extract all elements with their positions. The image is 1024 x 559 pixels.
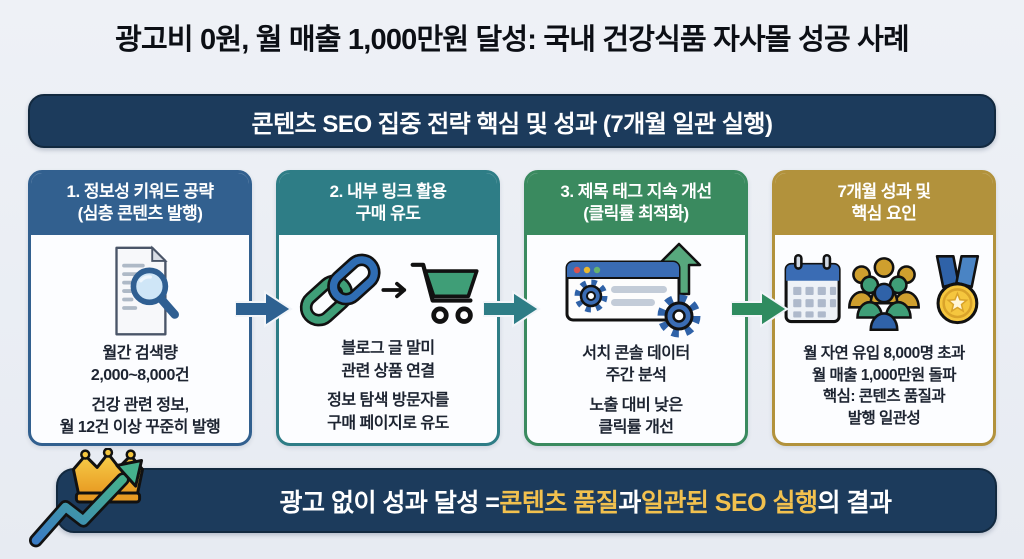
card-4-header-line1: 7개월 성과 및 (837, 182, 931, 201)
conclusion-highlight-content-quality: 콘텐츠 품질 (499, 488, 619, 517)
card-title-tag-optimization: 3. 제목 태그 지속 개선 (클릭률 최적화) (524, 170, 748, 446)
card-1-header: 1. 정보성 키워드 공략 (심층 콘텐츠 발행) (31, 173, 249, 235)
card-2-line: 블로그 글 말미 (341, 340, 435, 358)
card-3-line: 주간 분석 (605, 367, 667, 385)
card-3-header: 3. 제목 태그 지속 개선 (클릭률 최적화) (527, 173, 745, 235)
card-2-body: 블로그 글 말미 관련 상품 연결 정보 탐색 방문자를 구매 페이지로 유도 (279, 336, 497, 443)
card-4-header-line2: 핵심 요인 (851, 204, 917, 224)
conclusion-text-part: 과 (618, 488, 641, 517)
card-1-line: 건강 관련 정보, (91, 396, 189, 414)
card-2-line: 관련 상품 연결 (341, 362, 435, 380)
link-to-cart-icon (279, 235, 497, 337)
calendar-people-medal-icon (775, 235, 993, 341)
card-4-line: 발행 일관성 (847, 409, 921, 427)
flow-arrow-2-icon (483, 290, 541, 328)
browser-gears-growth-icon (527, 235, 745, 341)
document-search-icon (31, 235, 249, 341)
crown-growth-arrow-icon (28, 447, 186, 550)
card-3-line: 클릭률 개선 (598, 419, 674, 437)
card-3-body: 서치 콘솔 데이터 주간 분석 노출 대비 낮은 클릭률 개선 (527, 341, 745, 443)
card-2-line: 구매 페이지로 유도 (327, 414, 449, 432)
card-4-line: 월 매출 1,000만원 돌파 (811, 366, 957, 384)
flow-arrow-3-icon (731, 290, 789, 328)
card-4-line: 핵심: 콘텐츠 품질과 (822, 388, 946, 406)
conclusion-highlight-seo-execution: 일관된 SEO 실행 (640, 488, 818, 517)
strategy-banner: 콘텐츠 SEO 집중 전략 핵심 및 성과 (7개월 일관 실행) (28, 94, 996, 148)
card-1-header-line1: 1. 정보성 키워드 공략 (66, 182, 214, 201)
strategy-banner-text: 콘텐츠 SEO 집중 전략 핵심 및 성과 (7개월 일관 실행) (251, 110, 773, 138)
card-2-header: 2. 내부 링크 활용 구매 유도 (279, 173, 497, 235)
card-3-line: 노출 대비 낮은 (589, 396, 683, 414)
card-2-header-line1: 2. 내부 링크 활용 (329, 182, 447, 201)
card-1-line: 2,000~8,000건 (90, 367, 190, 385)
card-1-header-line2: (심층 콘텐츠 발행) (77, 204, 203, 224)
conclusion-text-part: 의 결과 (817, 488, 892, 517)
card-1-body: 월간 검색량 2,000~8,000건 건강 관련 정보, 월 12건 이상 꾸… (31, 341, 249, 443)
card-4-body: 월 자연 유입 8,000명 초과 월 매출 1,000만원 돌파 핵심: 콘텐… (775, 341, 993, 443)
card-3-line: 서치 콘솔 데이터 (582, 344, 690, 362)
card-3-header-line2: (클릭률 최적화) (583, 204, 689, 224)
strategy-cards-row: 1. 정보성 키워드 공략 (심층 콘텐츠 발행) (28, 170, 996, 446)
card-1-line: 월간 검색량 (102, 344, 178, 362)
card-1-line: 월 12건 이상 꾸준히 발행 (59, 419, 221, 437)
card-3-header-line1: 3. 제목 태그 지속 개선 (560, 182, 712, 201)
page-title: 광고비 0원, 월 매출 1,000만원 달성: 국내 건강식품 자사몰 성공 … (115, 24, 910, 56)
card-results: 7개월 성과 및 핵심 요인 (772, 170, 996, 446)
flow-arrow-1-icon (235, 290, 293, 328)
card-2-line: 정보 탐색 방문자를 (327, 392, 449, 410)
card-2-header-line2: 구매 유도 (355, 204, 421, 224)
conclusion-text-part: 광고 없이 성과 달성 = (279, 488, 500, 517)
card-keyword-strategy: 1. 정보성 키워드 공략 (심층 콘텐츠 발행) (28, 170, 252, 446)
card-4-line: 월 자연 유입 8,000명 초과 (803, 344, 965, 362)
card-4-header: 7개월 성과 및 핵심 요인 (775, 173, 993, 235)
card-internal-links: 2. 내부 링크 활용 구매 유도 (276, 170, 500, 446)
